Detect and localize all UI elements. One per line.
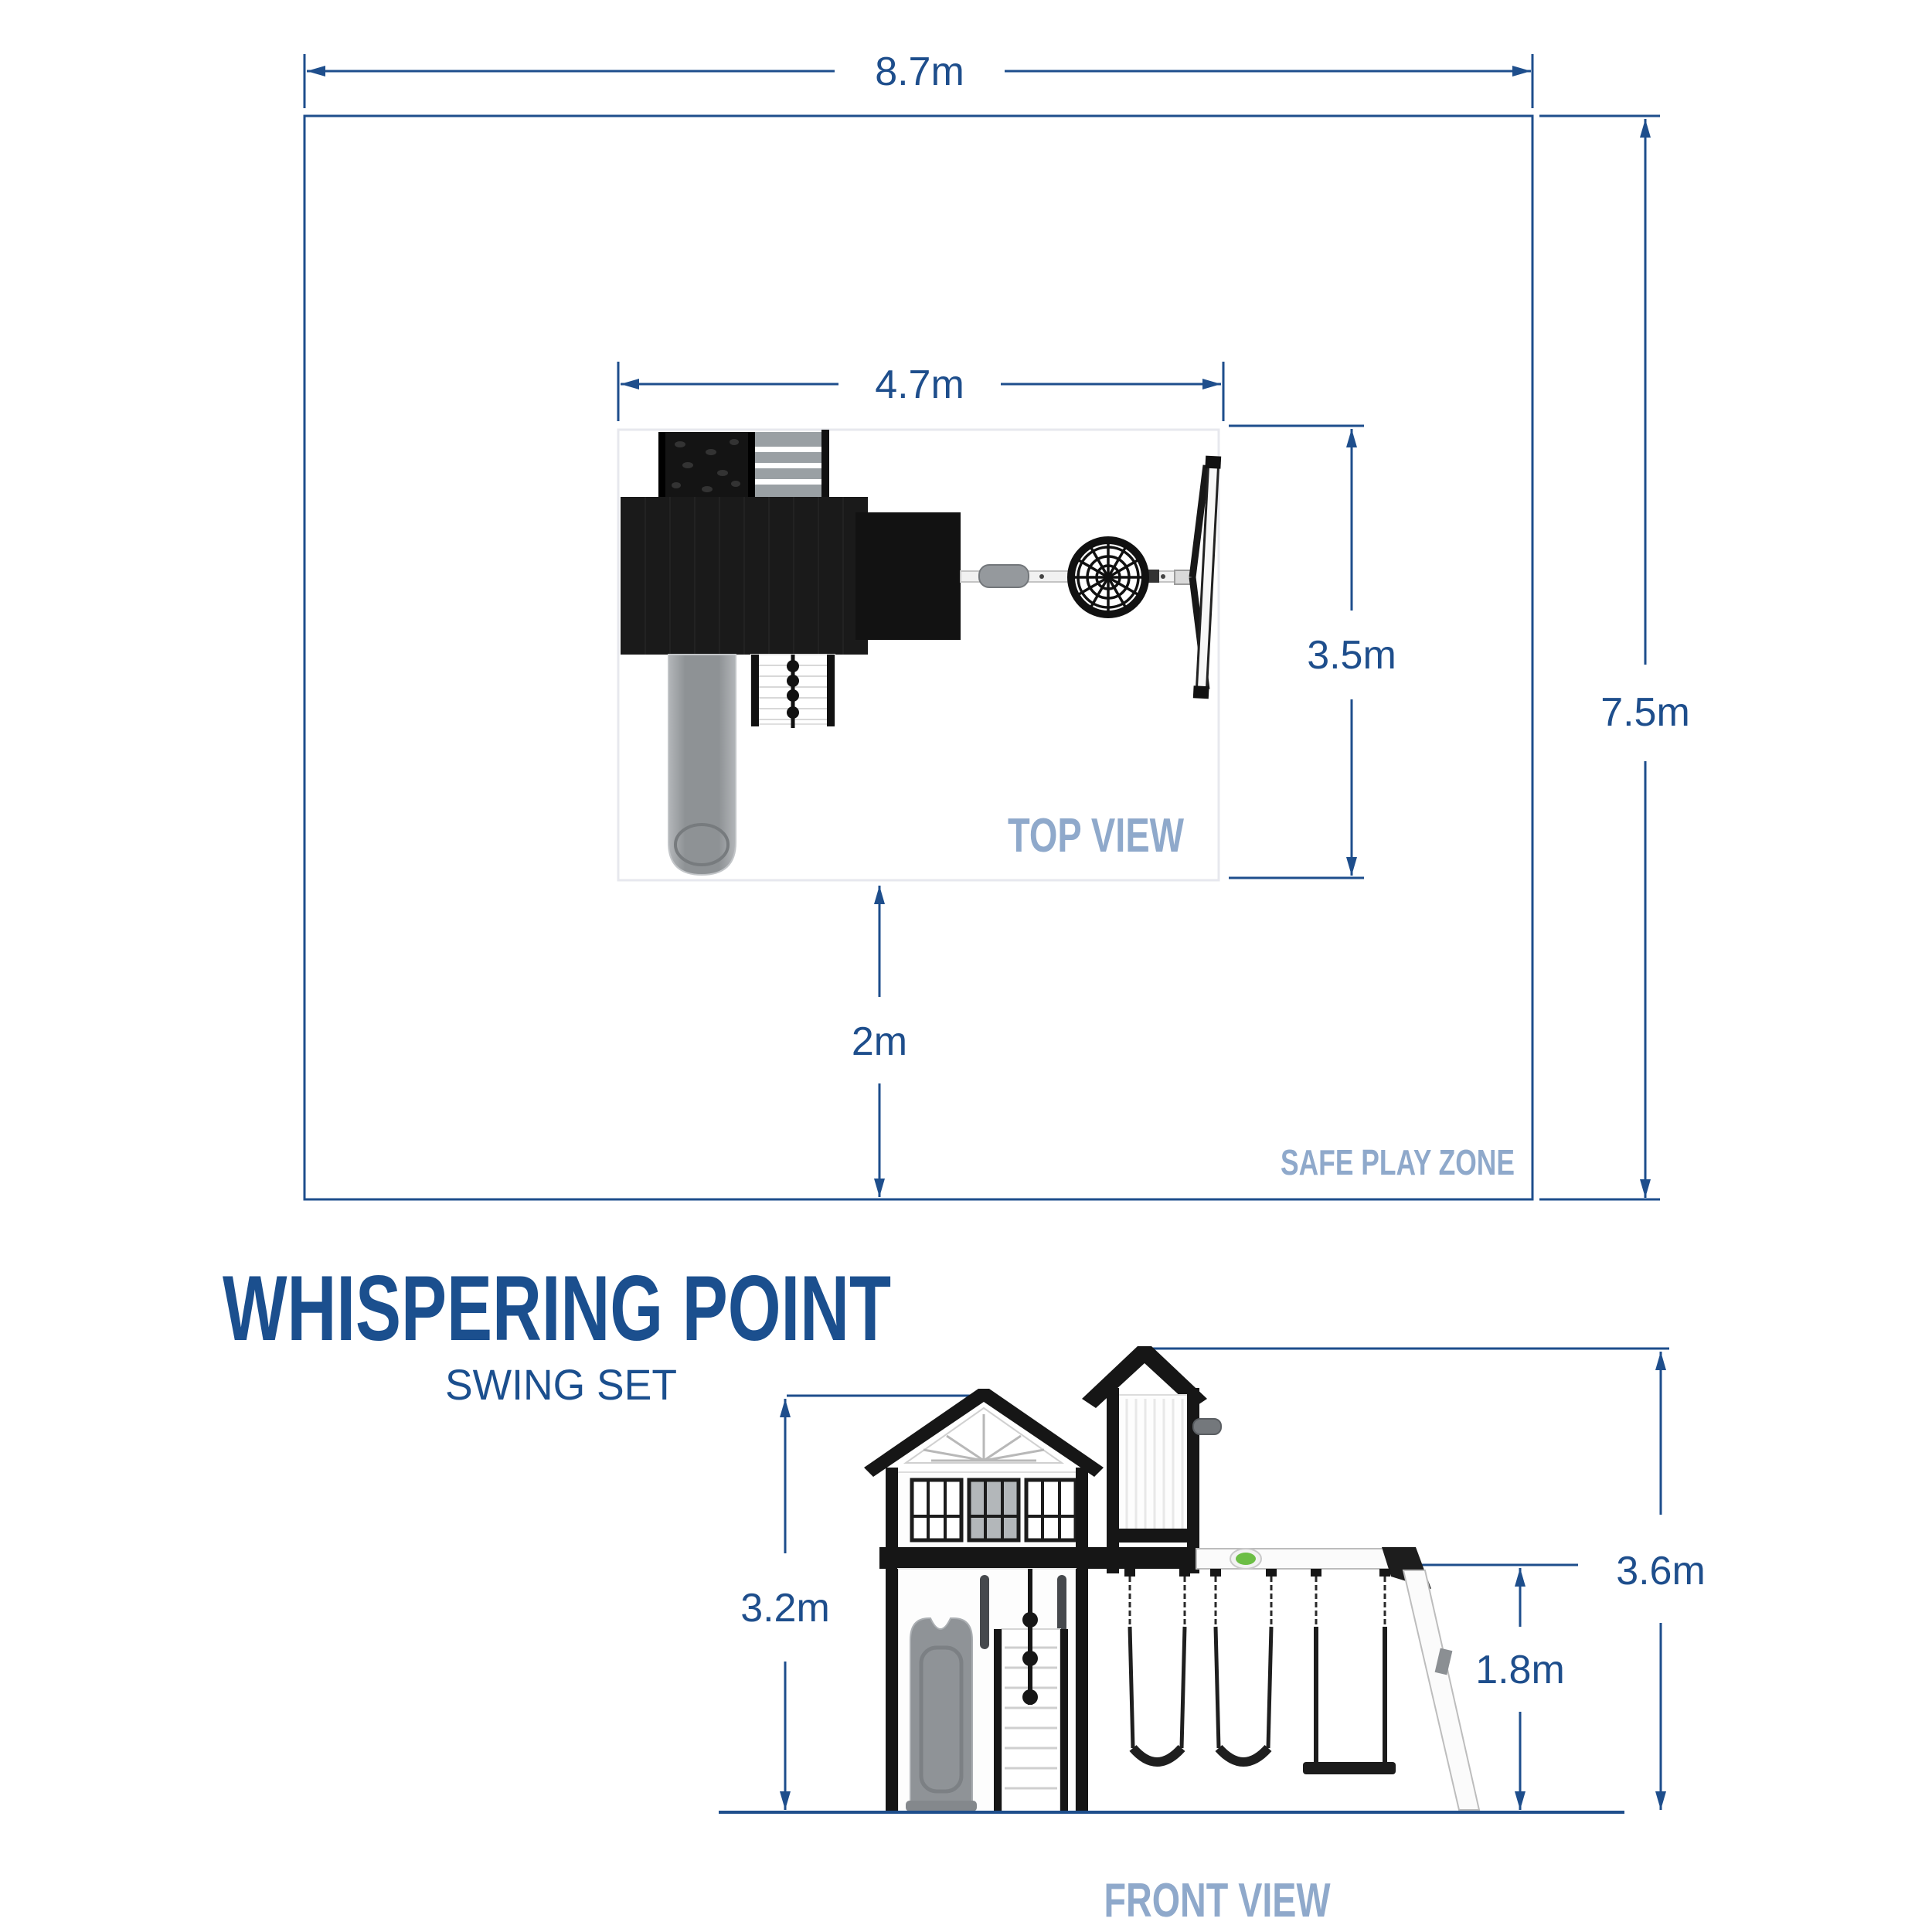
porch-roof-top — [855, 512, 961, 640]
top-view-drawing — [621, 430, 1222, 876]
house-pediment — [903, 1406, 1065, 1464]
house-post-lower-left — [886, 1569, 898, 1812]
page-subtitle: SWING SET — [445, 1360, 677, 1409]
dim-beam-height: 1.8m — [1422, 1563, 1578, 1810]
house-window-left — [910, 1478, 964, 1543]
slide-tube-top — [668, 654, 736, 876]
dim-zone-depth: 7.5m — [1539, 114, 1690, 1201]
rock-wall-top — [658, 432, 755, 498]
title-block: WHISPERING POINT SWING SET — [223, 1257, 891, 1409]
dim-overall-height-label: 3.6m — [1616, 1549, 1706, 1594]
a-frame-clamp — [1434, 1648, 1453, 1675]
a-frame-leg — [1402, 1570, 1481, 1811]
house-window-center — [967, 1478, 1021, 1543]
belt-swing-2 — [1213, 1577, 1274, 1767]
safe-play-zone-label: SAFE PLAY ZONE — [1281, 1142, 1515, 1182]
dim-house-height-label: 3.2m — [740, 1586, 830, 1631]
deck-roof-top — [621, 497, 868, 655]
swing-hangers — [1124, 1569, 1390, 1577]
house-post-upper-right — [1076, 1468, 1088, 1549]
dim-overall-height: 3.6m — [1151, 1347, 1706, 1810]
dim-house-height: 3.2m — [740, 1394, 975, 1810]
dim-set-depth: 3.5m — [1229, 424, 1396, 879]
dim-clearance: 2m — [852, 886, 907, 1197]
top-view: 4.7m 3.5m 2m TOP VIEW — [617, 362, 1396, 1197]
tower-floor-band — [1107, 1529, 1199, 1543]
brand-badge — [1230, 1548, 1262, 1570]
dim-set-width: 4.7m — [617, 362, 1225, 421]
stairs-top — [755, 430, 829, 499]
climbing-rope — [1022, 1569, 1038, 1705]
tower-post-left — [1107, 1388, 1119, 1573]
telescope — [1187, 1413, 1222, 1440]
dim-zone-width-label: 8.7m — [875, 49, 964, 94]
front-view-drawing — [719, 1346, 1624, 1814]
page-title: WHISPERING POINT — [223, 1257, 891, 1360]
front-view: 3.2m 3.6m 1.8m — [719, 1346, 1706, 1927]
belt-swing-1 — [1128, 1577, 1187, 1767]
front-view-label: FRONT VIEW — [1104, 1874, 1331, 1927]
dim-zone-depth-label: 7.5m — [1600, 690, 1690, 735]
rope-ladder-top — [750, 654, 835, 728]
top-view-label: TOP VIEW — [1008, 809, 1184, 862]
glider-swing — [1303, 1577, 1396, 1774]
basketball-hoop-top — [1174, 455, 1222, 699]
slide-front — [906, 1617, 977, 1811]
dim-zone-width: 8.7m — [303, 49, 1534, 108]
dim-beam-height-label: 1.8m — [1475, 1648, 1565, 1692]
dim-set-depth-label: 3.5m — [1307, 633, 1396, 678]
dim-clearance-label: 2m — [852, 1019, 907, 1064]
house-window-right — [1024, 1478, 1078, 1543]
house-post-lower-right — [1076, 1569, 1088, 1812]
tower-wall — [1117, 1394, 1189, 1539]
web-swing-top — [1067, 536, 1149, 618]
house-post-upper-left — [886, 1468, 898, 1549]
dim-set-width-label: 4.7m — [875, 362, 964, 407]
safety-handle-left — [980, 1575, 989, 1649]
swing-beam-front — [1196, 1547, 1481, 1811]
tower — [1082, 1346, 1222, 1573]
